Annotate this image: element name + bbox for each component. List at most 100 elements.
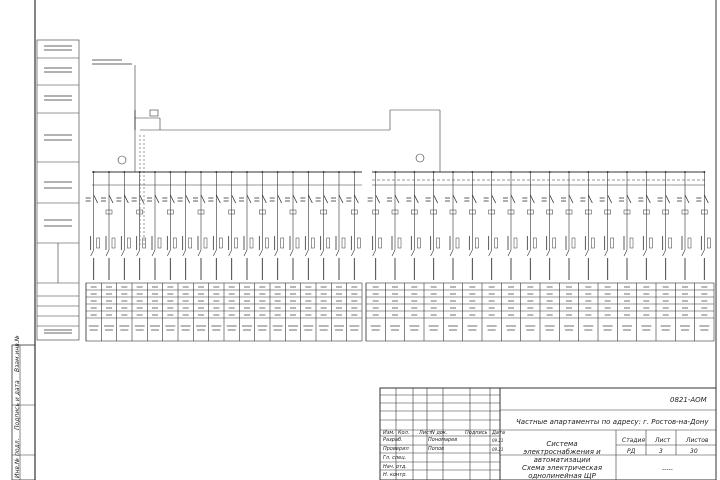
role-3: Нач. отд. <box>383 464 407 470</box>
object-name: Частные апартаменты по адресу: г. Ростов… <box>516 418 709 426</box>
rcd-icon-right-14 <box>643 209 650 215</box>
bus-tap-dot <box>276 171 279 173</box>
cable-end <box>243 249 248 257</box>
cable-end <box>662 249 666 257</box>
cable-end <box>623 249 628 257</box>
cable-end <box>167 249 171 257</box>
cable-end <box>585 249 589 257</box>
rcd-icon-right-16 <box>681 209 689 215</box>
cable-marker-left-10 <box>249 237 254 249</box>
rcd-icon-left-1 <box>105 209 113 215</box>
left-labels-table <box>36 39 80 341</box>
cable-marker-right-1 <box>397 237 402 249</box>
bus-tap-dot <box>568 171 570 173</box>
cable-marker-right-15 <box>668 237 672 249</box>
feeder-breaker-right-2 <box>413 194 419 204</box>
cable-end <box>259 249 263 257</box>
cable-end <box>488 249 492 257</box>
rcd-icon-right-0 <box>372 209 379 215</box>
cable-end <box>289 249 294 257</box>
cable-end <box>546 249 550 257</box>
cable-marker-right-11 <box>591 237 595 249</box>
bus-tap-dot <box>626 171 628 173</box>
feeder-breaker-left-14 <box>307 194 313 204</box>
role-4: Н. контр. <box>383 472 407 478</box>
name-1: Попов <box>428 446 445 452</box>
header-podpis: Подпись <box>465 430 488 436</box>
bus-tap-dot <box>606 171 609 173</box>
feeder-breaker-right-4 <box>452 194 458 204</box>
cable-end <box>449 249 454 257</box>
sheets-value: 30 <box>690 448 698 455</box>
sheet-title: Схема электрическая однолинейная ЩР <box>521 464 603 480</box>
cable-marker-right-5 <box>475 237 479 249</box>
cable-marker-right-4 <box>455 237 460 249</box>
cable-marker-left-9 <box>234 237 238 249</box>
cable-marker-right-0 <box>378 237 382 249</box>
cable-end <box>565 249 570 257</box>
bus-tap-dot <box>123 171 126 173</box>
feeder-breaker-left-4 <box>154 194 160 204</box>
rcd-icon-left-7 <box>197 209 205 215</box>
rcd-icon-right-15 <box>662 209 669 215</box>
rcd-icon-right-1 <box>391 209 399 215</box>
sheets-label: Листов <box>686 437 709 444</box>
header-kol: Кол. <box>398 430 410 436</box>
cable-marker-left-4 <box>157 237 162 249</box>
rcd-icon-right-7 <box>507 209 515 215</box>
feeder-breaker-right-14 <box>645 194 651 204</box>
rcd-icon-left-17 <box>351 209 358 215</box>
rcd-icon-left-13 <box>289 209 297 215</box>
bus-tap-dot <box>490 171 493 173</box>
bus-tap-dot <box>664 171 667 173</box>
cable-marker-right-3 <box>436 237 440 249</box>
meter-icon-right <box>415 153 425 163</box>
date-1: 09.21 <box>492 447 504 452</box>
rcd-icon-right-8 <box>527 209 534 215</box>
cable-end <box>228 249 232 257</box>
cable-marker-left-14 <box>311 237 315 249</box>
role-2: Гл. спец. <box>383 455 407 461</box>
cable-marker-right-6 <box>494 237 498 249</box>
feeder-breaker-right-15 <box>665 194 671 204</box>
feeder-breaker-left-1 <box>108 194 114 204</box>
feeder-breaker-right-5 <box>471 194 477 204</box>
feeder-breaker-left-8 <box>215 194 221 204</box>
bus-tap-dot <box>108 171 110 173</box>
relay-coil <box>149 109 159 117</box>
rcd-icon-right-3 <box>430 209 437 215</box>
bus-tap-dot <box>246 171 248 173</box>
cable-marker-left-0 <box>96 237 100 249</box>
cable-end <box>681 249 686 257</box>
feeder-breaker-left-15 <box>323 194 329 204</box>
cable-end <box>527 249 531 257</box>
feeder-breaker-left-11 <box>261 194 267 204</box>
bus-tap-dot <box>510 171 512 173</box>
system-name: Система электроснабжения и автоматизации <box>523 440 601 464</box>
bus-tap-dot <box>587 171 590 173</box>
feeder-breaker-right-1 <box>394 194 400 204</box>
cable-marker-right-10 <box>571 237 576 249</box>
rcd-icon-left-9 <box>228 209 235 215</box>
sheet-label: Лист <box>655 437 671 444</box>
rcd-icon-right-2 <box>411 209 418 215</box>
feeder-breaker-left-16 <box>338 194 344 204</box>
cable-marker-right-12 <box>610 237 614 249</box>
bus-tap-dot <box>184 171 187 173</box>
feeder-breaker-right-7 <box>510 194 516 204</box>
stamp-replaced-inv: Взам.инв.№ <box>14 335 21 372</box>
feeder-breaker-right-17 <box>703 194 709 204</box>
bus-tap-dot <box>452 171 454 173</box>
stamp-signature-date: Подпись и дата <box>14 380 21 430</box>
stage-value: РД <box>627 448 636 455</box>
feeder-breaker-left-2 <box>123 194 129 204</box>
bus-tap-dot <box>374 171 377 173</box>
cable-marker-right-9 <box>552 237 556 249</box>
cable-marker-right-16 <box>687 237 692 249</box>
cable-marker-left-3 <box>142 237 146 249</box>
bus-tap-dot <box>169 171 172 173</box>
feeder-breaker-left-9 <box>231 194 237 204</box>
cable-end <box>604 249 608 257</box>
role-0: Разраб. <box>383 437 403 443</box>
bus-tap-dot <box>215 171 218 173</box>
